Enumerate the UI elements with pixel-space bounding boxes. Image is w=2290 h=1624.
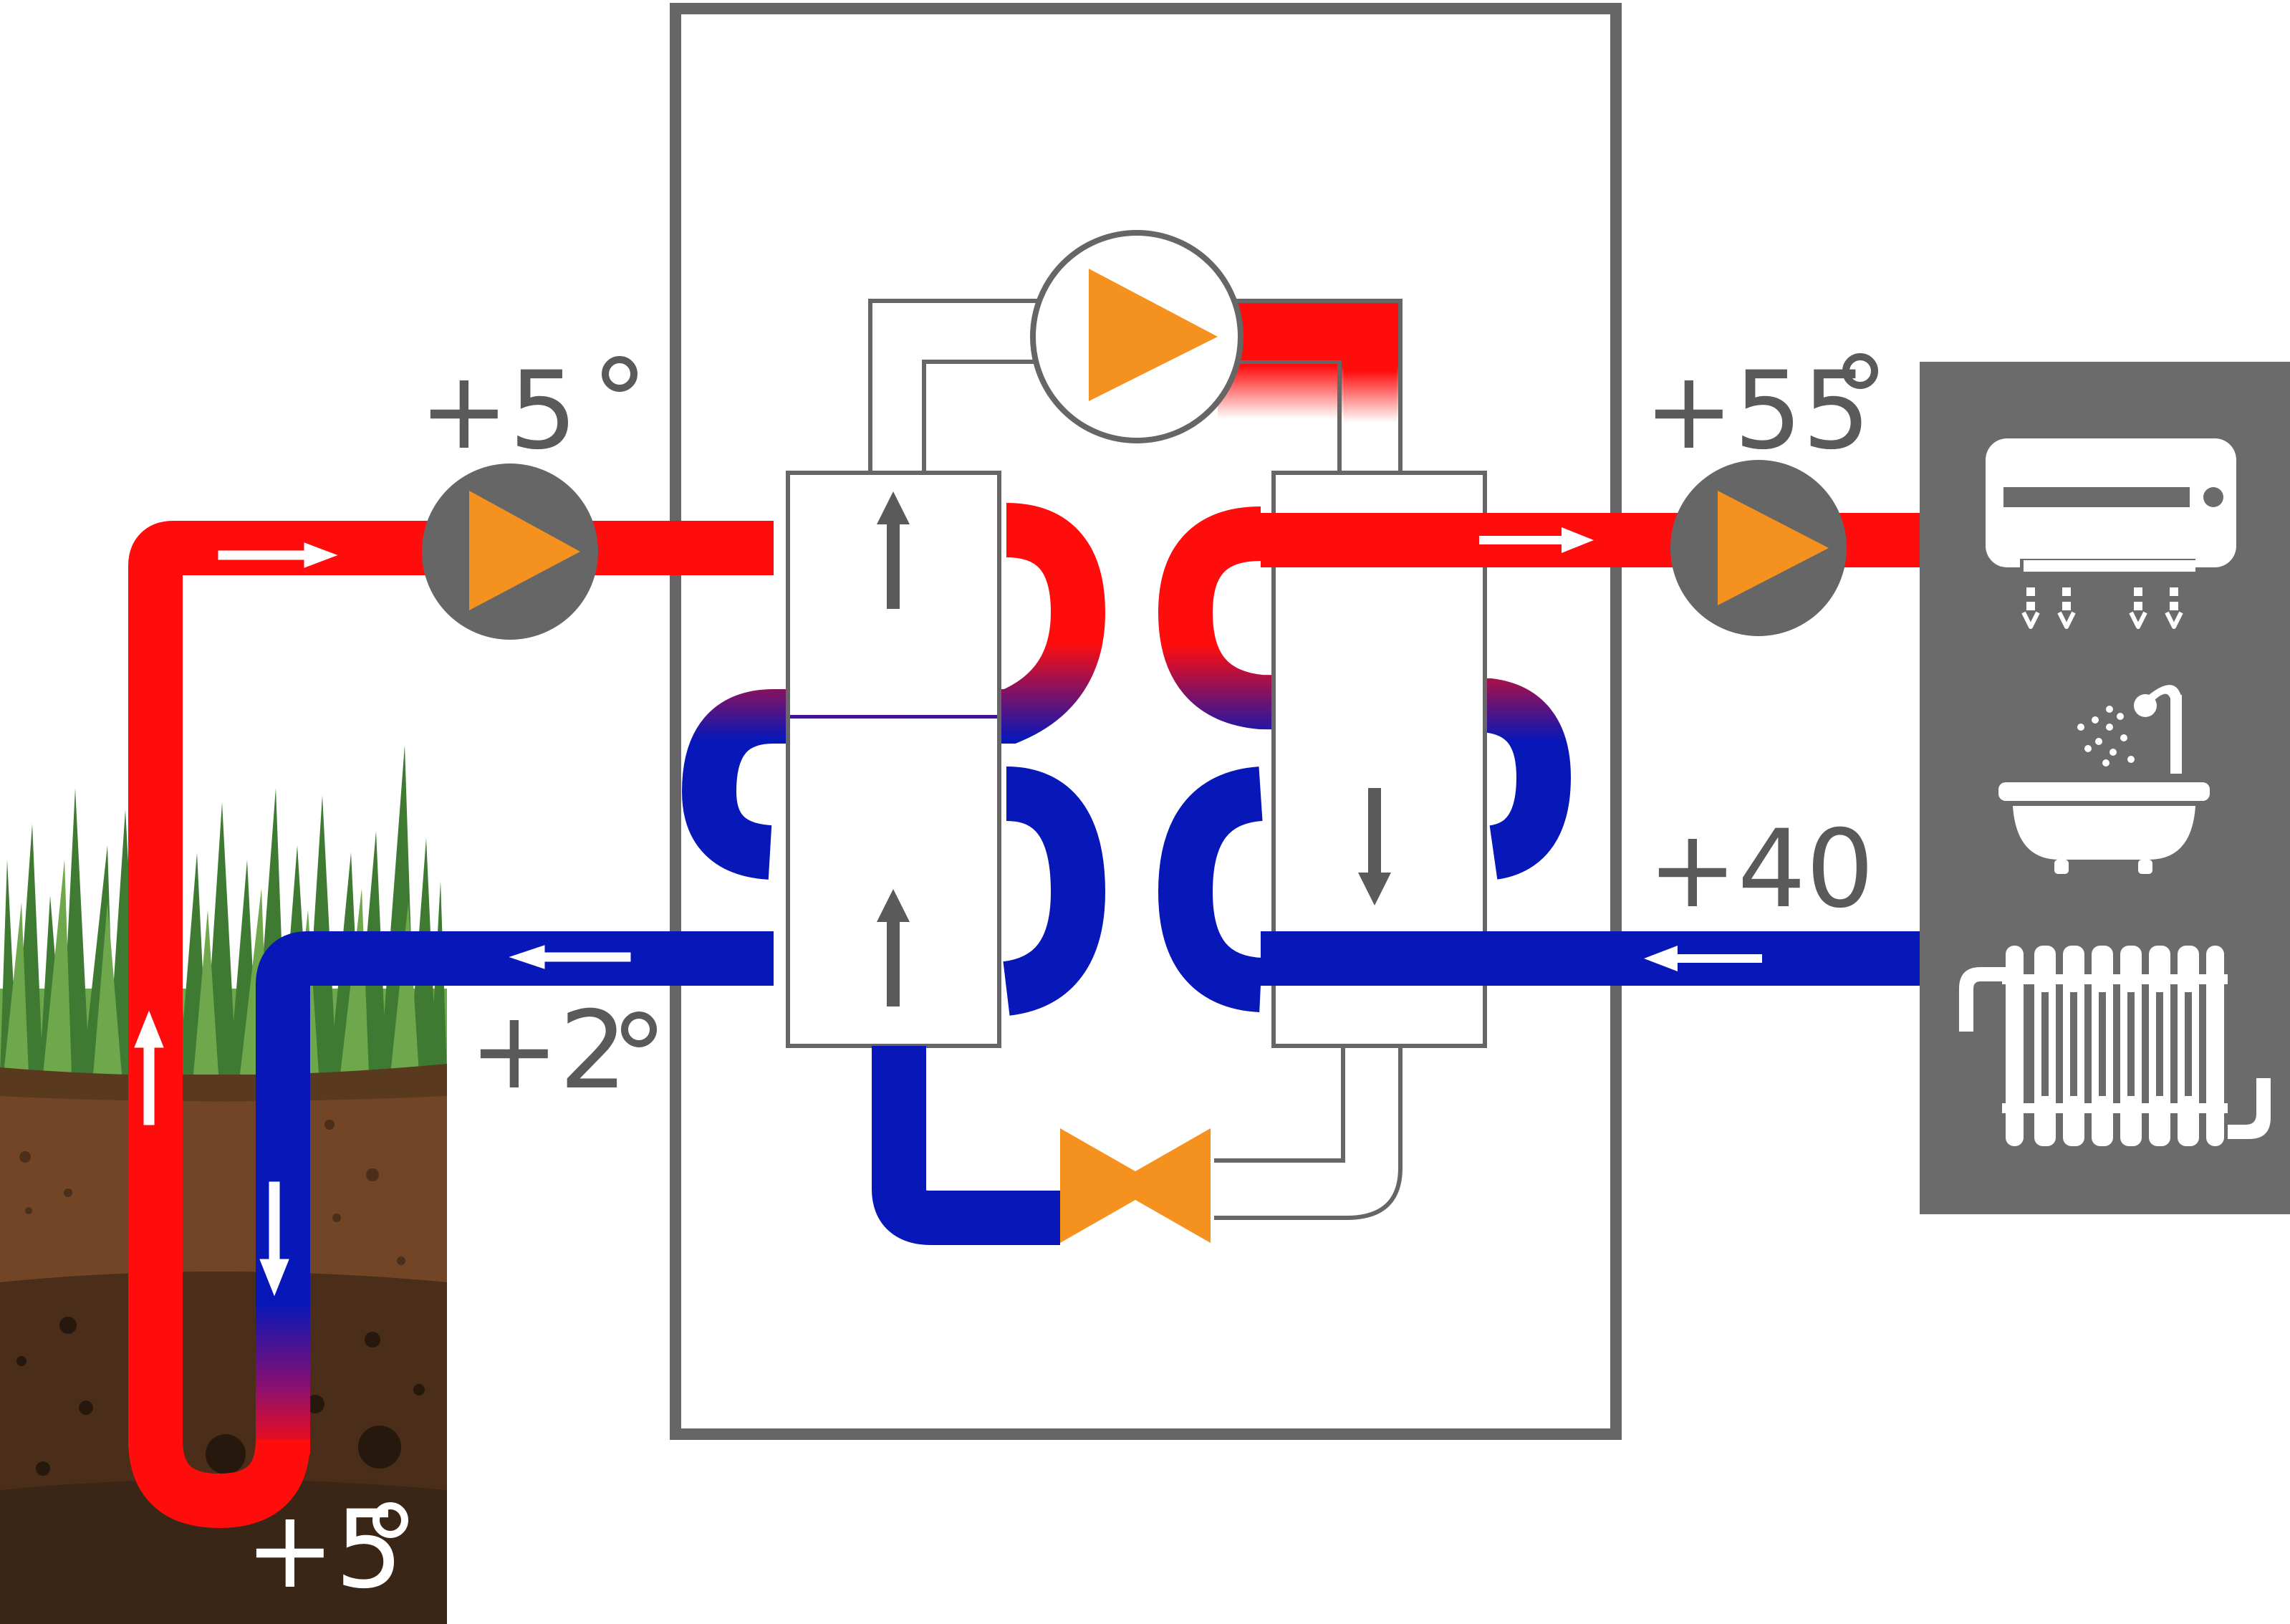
expansion-valve	[1060, 1128, 1211, 1243]
air-conditioner-icon	[1986, 438, 2236, 629]
condenser-coil-lower	[1158, 767, 1264, 1012]
circulation-pump-icon	[1718, 491, 1829, 605]
compressor	[1030, 230, 1243, 443]
heat-load-panel	[1920, 362, 2290, 1214]
soil-middle-layer	[0, 1092, 447, 1282]
shower-bathtub-icon	[1998, 685, 2210, 874]
borehole-transition	[256, 1118, 310, 1454]
ground-supply-temp: +5	[419, 349, 638, 474]
degree-symbol	[1842, 353, 1878, 389]
radiator-icon	[1959, 946, 2271, 1146]
ground-supply-pipe	[128, 521, 774, 1447]
heat-pump-casing	[670, 3, 1622, 1440]
borehole-u-bend	[128, 1438, 310, 1529]
ground-return-pipe	[256, 931, 774, 1447]
ground-return-temp: +2	[469, 989, 657, 1113]
evaporator-coil-lower	[1002, 767, 1106, 1016]
evaporator	[681, 471, 1106, 1048]
evaporator-coil-upper	[681, 503, 1106, 880]
compressor-icon	[1089, 269, 1218, 401]
ground-section	[0, 745, 447, 1624]
ground-return-temp-value: +2	[469, 989, 627, 1113]
heating-return-temp-value: +40	[1647, 807, 1875, 932]
grass	[0, 745, 447, 1102]
soil-deep-layer	[0, 1272, 447, 1490]
heating-circuit	[1261, 460, 1920, 986]
heating-supply-temp-value: +55	[1644, 349, 1871, 474]
condenser-flow-arrows	[1358, 788, 1391, 905]
ground-circulation-pump	[422, 463, 598, 640]
degree-symbol	[602, 356, 638, 392]
ground-loop	[128, 521, 774, 1529]
refrigerant-circuit	[868, 230, 1403, 1245]
circulation-pump-icon	[469, 491, 580, 610]
heating-return-temp: +40	[1647, 807, 1875, 932]
heating-circulation-pump	[1670, 460, 1847, 636]
degree-symbol	[372, 1502, 408, 1538]
heating-flow-arrows	[1479, 527, 1762, 971]
degree-symbol	[621, 1012, 657, 1047]
condenser-coil-upper	[1158, 506, 1572, 880]
heating-supply-temp: +55	[1644, 349, 1878, 474]
expansion-valve-icon	[1060, 1128, 1211, 1243]
temperature-labels: +5 +2 +5 +55 +40	[245, 349, 1878, 1613]
borehole-temp: +5	[245, 1488, 408, 1613]
ground-supply-temp-value: +5	[419, 349, 577, 474]
evaporator-flow-arrows	[877, 491, 910, 1006]
soil-bottom-layer	[0, 1479, 447, 1624]
ground-flow-arrows	[134, 542, 631, 1297]
heating-return-pipe	[1261, 931, 1920, 986]
